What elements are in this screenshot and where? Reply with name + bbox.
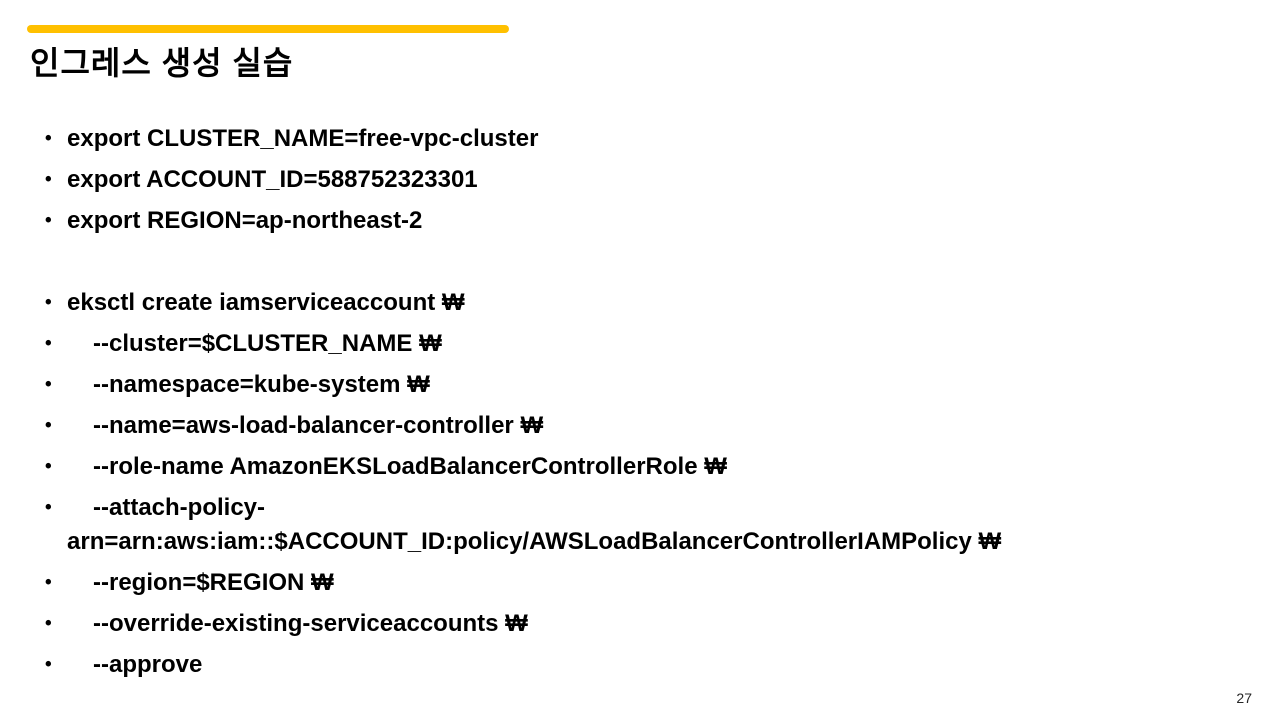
bullet-text: --namespace=kube-system ₩ <box>93 371 430 398</box>
bullet-text: export ACCOUNT_ID=588752323301 <box>67 166 478 193</box>
bullet-icon: • <box>45 456 52 477</box>
bullet-icon: • <box>45 333 52 354</box>
bullet-list: • export CLUSTER_NAME=free-vpc-cluster • ex… <box>40 122 1250 689</box>
bullet-item: • --attach-policy- arn=arn:aws:iam::$ACCO… <box>40 491 1250 559</box>
bullet-text: --role-name AmazonEKSLoadBalancerControl… <box>93 453 727 480</box>
bullet-icon: • <box>45 613 52 634</box>
bullet-item: • --approve <box>40 648 1250 682</box>
bullet-icon: • <box>45 654 52 675</box>
bullet-text: --override-existing-serviceaccounts ₩ <box>93 610 528 637</box>
bullet-item: • export REGION=ap-northeast-2 <box>40 204 1250 238</box>
bullet-item: • --name=aws-load-balancer-controller ₩ <box>40 409 1250 443</box>
bullet-icon: • <box>45 374 52 395</box>
bullet-icon: • <box>45 292 52 313</box>
bullet-text: --attach-policy- arn=arn:aws:iam::$ACCOU… <box>67 494 1002 555</box>
bullet-text: export CLUSTER_NAME=free-vpc-cluster <box>67 125 539 152</box>
bullet-icon: • <box>45 572 52 593</box>
bullet-item: • --cluster=$CLUSTER_NAME ₩ <box>40 327 1250 361</box>
bullet-item: • --role-name AmazonEKSLoadBalancerContro… <box>40 450 1250 484</box>
bullet-item: • --region=$REGION ₩ <box>40 566 1250 600</box>
bullet-text: --cluster=$CLUSTER_NAME ₩ <box>93 330 442 357</box>
bullet-icon: • <box>45 169 52 190</box>
bullet-item: • eksctl create iamserviceaccount ₩ <box>40 286 1250 320</box>
bullet-icon: • <box>45 497 52 518</box>
bullet-text: eksctl create iamserviceaccount ₩ <box>67 289 465 316</box>
bullet-text: --name=aws-load-balancer-controller ₩ <box>93 412 544 439</box>
blank-line <box>40 245 1250 279</box>
bullet-item: • --override-existing-serviceaccounts ₩ <box>40 607 1250 641</box>
bullet-icon: • <box>45 415 52 436</box>
bullet-icon: • <box>45 210 52 231</box>
bullet-text: --region=$REGION ₩ <box>93 569 334 596</box>
bullet-item: • export ACCOUNT_ID=588752323301 <box>40 163 1250 197</box>
slide-title: 인그레스 생성 실습 <box>30 45 294 81</box>
bullet-icon: • <box>45 128 52 149</box>
bullet-item: • --namespace=kube-system ₩ <box>40 368 1250 402</box>
title-accent-bar <box>27 25 509 33</box>
page-number: 27 <box>1236 690 1252 706</box>
bullet-item: • export CLUSTER_NAME=free-vpc-cluster <box>40 122 1250 156</box>
bullet-text: export REGION=ap-northeast-2 <box>67 207 423 234</box>
bullet-text: --approve <box>93 651 203 678</box>
